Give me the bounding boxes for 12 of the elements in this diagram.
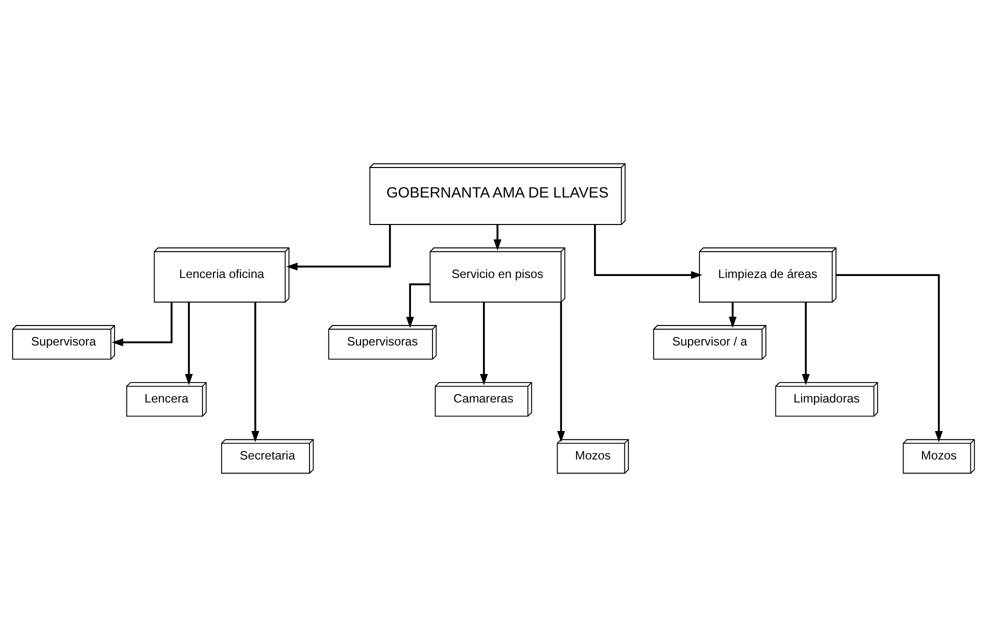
arrow — [728, 302, 737, 328]
arrow — [836, 274, 943, 442]
arrow — [286, 224, 391, 270]
arrow — [802, 302, 810, 385]
arrow — [406, 282, 430, 328]
arrow — [494, 224, 502, 250]
arrow — [251, 302, 260, 442]
arrow — [112, 302, 173, 346]
arrow — [594, 224, 702, 278]
arrow — [557, 302, 565, 442]
arrow — [184, 302, 193, 385]
arrow — [480, 302, 488, 385]
